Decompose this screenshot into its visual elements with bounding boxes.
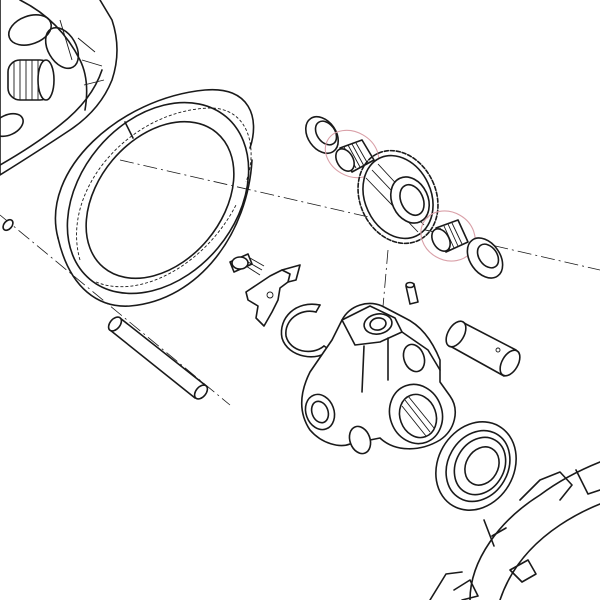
- lock-plate: [245, 264, 301, 327]
- planet-pinion: [7, 59, 55, 101]
- ring-gear: [54, 88, 255, 307]
- ball-bearing: [435, 421, 517, 511]
- thrust-washer-lower: [466, 237, 504, 279]
- idler-shaft: [445, 320, 521, 377]
- bracket-housing: [300, 302, 456, 455]
- idler-gear: [357, 149, 439, 245]
- small-pin: [2, 218, 14, 232]
- planet-carrier: [0, 0, 118, 176]
- transmission-case: [429, 461, 600, 600]
- dowel-pin: [405, 281, 419, 305]
- snap-ring: [280, 303, 331, 358]
- planet-shaft: [107, 316, 209, 400]
- thrust-washer-upper: [304, 115, 340, 155]
- bolt: [229, 253, 265, 276]
